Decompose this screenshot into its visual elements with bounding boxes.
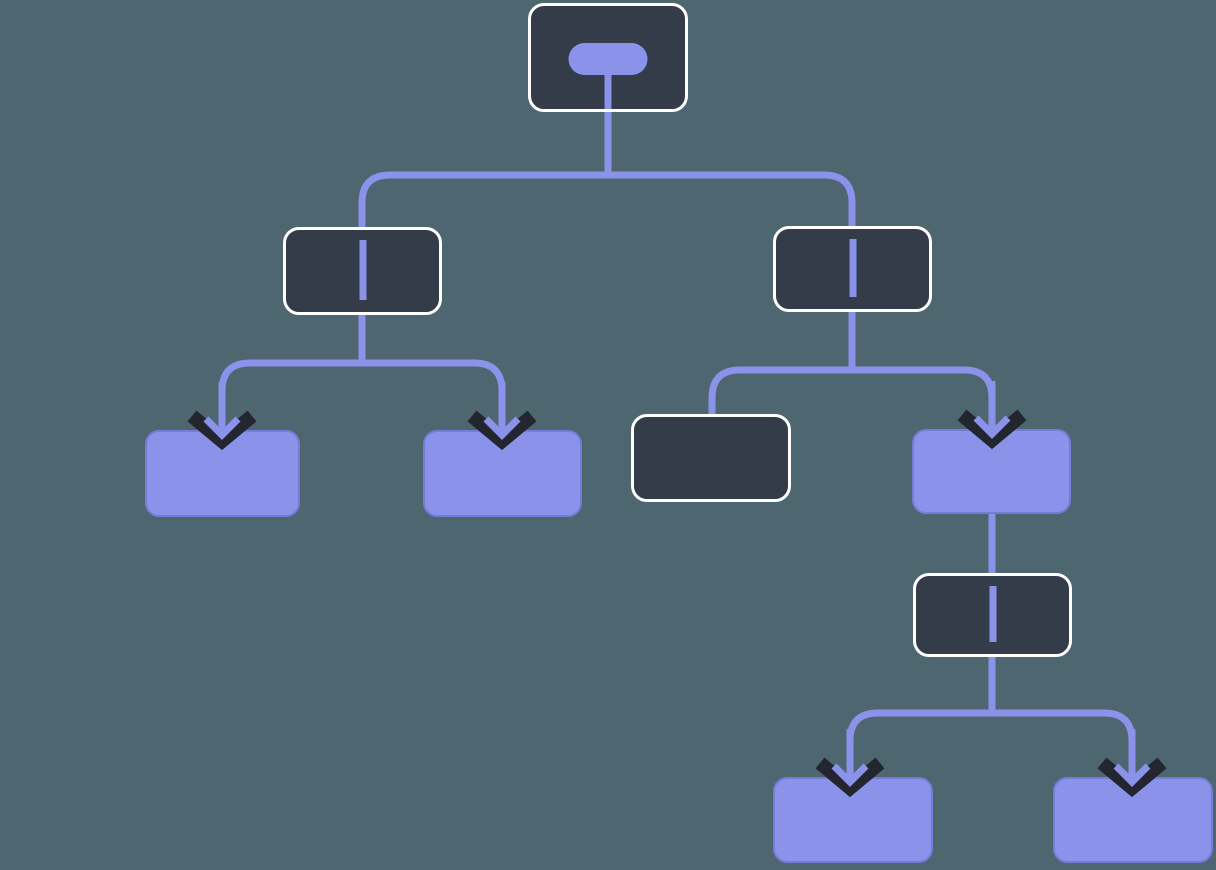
root-stem-line [604,72,612,109]
node-root[interactable] [528,3,688,112]
node-leaf-3[interactable] [912,429,1071,514]
connector-edge [218,359,506,436]
connector-edge [358,171,856,227]
node-dark-leaf[interactable] [631,414,791,502]
node-leaf-2[interactable] [423,430,582,517]
connector-edge [846,709,1136,783]
node-pass-bottom[interactable] [913,573,1072,657]
node-pass-left[interactable] [283,227,442,315]
node-leaf-4[interactable] [773,777,933,863]
node-leaf-5[interactable] [1053,777,1213,863]
pass-through-line [359,240,366,300]
pill-placeholder [568,43,648,75]
pass-through-line [849,239,856,297]
node-leaf-1[interactable] [145,430,300,517]
pass-through-line [989,586,996,642]
node-pass-right[interactable] [773,226,932,312]
